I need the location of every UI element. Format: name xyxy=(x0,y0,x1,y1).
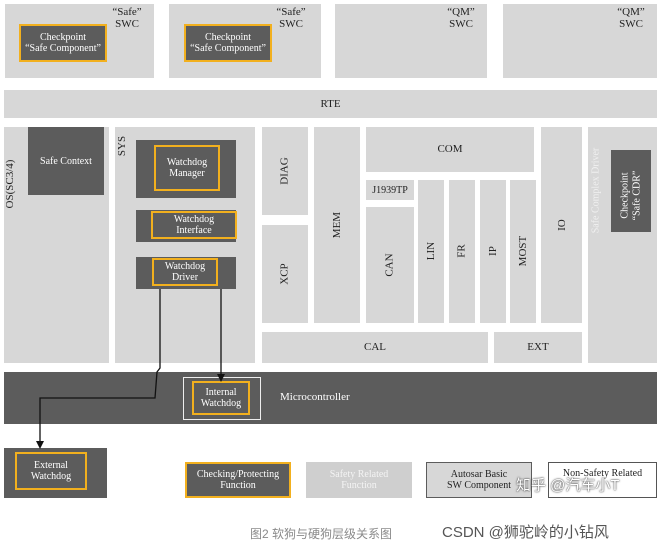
legend-label: Checking/Protecting Function xyxy=(196,469,280,491)
swc-type: SWC xyxy=(619,17,643,30)
fr-box: FR xyxy=(449,180,475,323)
watchdog-manager-box: Watchdog Manager xyxy=(154,145,220,191)
checkpoint-label: Checkpoint xyxy=(39,32,87,43)
io-label: IO xyxy=(555,219,568,231)
ip-box: IP xyxy=(480,180,506,323)
rte-label: RTE xyxy=(320,97,341,110)
mem-label: MEM xyxy=(330,211,343,239)
watchdog-interface-label: Watchdog Interface xyxy=(173,214,215,236)
lin-label: LIN xyxy=(424,242,437,261)
swc-name: “Safe” xyxy=(112,6,142,18)
safe-swc-label-1: “Safe”SWC xyxy=(106,6,148,30)
legend-autosar-basic: Autosar Basic SW Component xyxy=(426,462,532,498)
checkpoint-label: Checkpoint xyxy=(204,32,252,43)
ext-box: EXT xyxy=(494,332,582,363)
checkpoint-safe-component-1: Checkpoint“Safe Component” xyxy=(19,24,107,62)
safe-complex-driver-label: Safe Complex Driver xyxy=(590,147,602,234)
swc-name: “QM” xyxy=(617,6,645,18)
j1939tp-box: J1939TP xyxy=(366,180,414,200)
legend-label: Autosar Basic SW Component xyxy=(447,469,511,491)
qm-swc-label-2: “QM”SWC xyxy=(610,6,652,30)
watchdog-manager-label: Watchdog Manager xyxy=(166,157,208,179)
os-label: OS(SC3/4) xyxy=(4,159,16,209)
rte-bar: RTE xyxy=(4,90,657,118)
cal-label: CAL xyxy=(364,341,386,354)
qm-swc-box-2 xyxy=(503,4,657,78)
swc-type: SWC xyxy=(449,17,473,30)
checkpoint-safe-component-2: Checkpoint“Safe Component” xyxy=(184,24,272,62)
checkpoint-label: Checkpoint xyxy=(619,172,631,219)
swc-name: “QM” xyxy=(447,6,475,18)
lin-box: LIN xyxy=(418,180,444,323)
checkpoint-sub: “Safe CDR” xyxy=(631,170,642,221)
safe-context-box: Safe Context xyxy=(28,127,104,195)
legend-checking-protecting: Checking/Protecting Function xyxy=(185,462,291,498)
checkpoint-safe-cdr-box xyxy=(611,150,651,232)
external-watchdog-label: External Watchdog xyxy=(30,460,72,482)
j1939tp-label: J1939TP xyxy=(372,184,408,196)
checkpoint-safe-cdr-label: Checkpoint“Safe CDR” xyxy=(620,156,643,236)
diag-box: DIAG xyxy=(262,127,308,215)
can-label: CAN xyxy=(383,253,396,277)
watchdog-driver-label: Watchdog Driver xyxy=(164,261,206,283)
qm-swc-label-1: “QM”SWC xyxy=(440,6,482,30)
legend-safety-related: Safety Related Function xyxy=(306,462,412,498)
cal-box: CAL xyxy=(262,332,488,363)
swc-type: SWC xyxy=(115,17,139,30)
legend-label: Safety Related Function xyxy=(329,469,389,491)
xcp-label: XCP xyxy=(278,263,291,285)
microcontroller-label: Microcontroller xyxy=(280,391,350,403)
xcp-box: XCP xyxy=(262,225,308,323)
figure-caption: 图2 软狗与硬狗层级关系图 xyxy=(250,527,393,541)
swc-type: SWC xyxy=(279,17,303,30)
sys-label: SYS xyxy=(116,135,128,157)
watchdog-driver-box: Watchdog Driver xyxy=(152,258,218,286)
checkpoint-sub: “Safe Component” xyxy=(25,43,101,54)
external-watchdog-box: External Watchdog xyxy=(15,452,87,490)
swc-name: “Safe” xyxy=(276,6,306,18)
qm-swc-box-1 xyxy=(335,4,487,78)
most-box: MOST xyxy=(510,180,536,323)
legend-non-safety-related: Non-Safety Related xyxy=(548,462,657,498)
internal-watchdog-label: Internal Watchdog xyxy=(200,387,242,409)
com-label: COM xyxy=(437,143,463,156)
checkpoint-sub: “Safe Component” xyxy=(190,43,266,54)
ext-label: EXT xyxy=(527,341,549,354)
watchdog-interface-box: Watchdog Interface xyxy=(151,211,237,239)
zhihu-watermark: 知乎 @汽车小T xyxy=(516,477,620,494)
legend-label: Non-Safety Related xyxy=(562,468,643,479)
ip-label: IP xyxy=(486,246,499,257)
fr-label: FR xyxy=(455,244,468,259)
com-box: COM xyxy=(366,127,534,172)
internal-watchdog-box: Internal Watchdog xyxy=(192,381,250,415)
safe-swc-label-2: “Safe”SWC xyxy=(270,6,312,30)
mem-box: MEM xyxy=(314,127,360,323)
diag-label: DIAG xyxy=(278,157,291,185)
can-box: CAN xyxy=(366,207,414,323)
most-label: MOST xyxy=(516,236,529,267)
csdn-watermark: CSDN @狮驼岭的小钻风 xyxy=(442,524,609,541)
io-box: IO xyxy=(541,127,582,323)
safe-context-label: Safe Context xyxy=(40,155,92,167)
